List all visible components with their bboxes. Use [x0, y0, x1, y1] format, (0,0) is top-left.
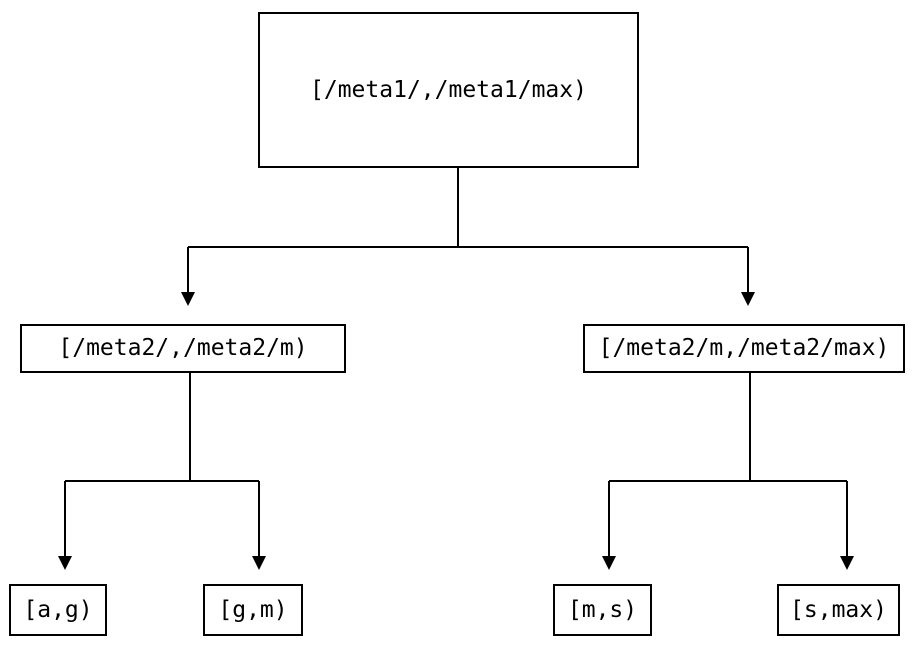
node-leaf-ag-label: [a,g): [23, 596, 93, 623]
node-mid-left[interactable]: [/meta2/,/meta2/m): [20, 324, 346, 373]
edge-midleft-to-leaves-group: [58, 373, 266, 570]
node-root-label: [/meta1/,/meta1/max): [310, 76, 587, 103]
node-leaf-ag[interactable]: [a,g): [9, 584, 107, 636]
node-leaf-smax[interactable]: [s,max): [777, 584, 900, 636]
node-leaf-ms-label: [m,s): [567, 596, 638, 623]
node-leaf-gm-label: [g,m): [218, 596, 288, 623]
arrowhead-icon-leaf-ag: [58, 556, 72, 570]
arrowhead-icon-mid-left: [181, 292, 195, 306]
arrowhead-icon-leaf-smax: [840, 556, 854, 570]
node-mid-right-label: [/meta2/m,/meta2/max): [598, 335, 890, 361]
node-root[interactable]: [/meta1/,/meta1/max): [258, 12, 639, 168]
arrowhead-icon-leaf-ms: [602, 556, 616, 570]
node-leaf-gm[interactable]: [g,m): [203, 584, 303, 636]
node-leaf-ms[interactable]: [m,s): [553, 584, 652, 636]
edge-root-to-mid-group: [181, 168, 755, 306]
node-mid-right[interactable]: [/meta2/m,/meta2/max): [583, 324, 905, 373]
node-leaf-smax-label: [s,max): [790, 596, 887, 623]
edge-midright-to-leaves-group: [602, 373, 854, 570]
node-mid-left-label: [/meta2/,/meta2/m): [58, 335, 308, 361]
arrowhead-icon-leaf-gm: [252, 556, 266, 570]
arrowhead-icon-mid-right: [741, 292, 755, 306]
